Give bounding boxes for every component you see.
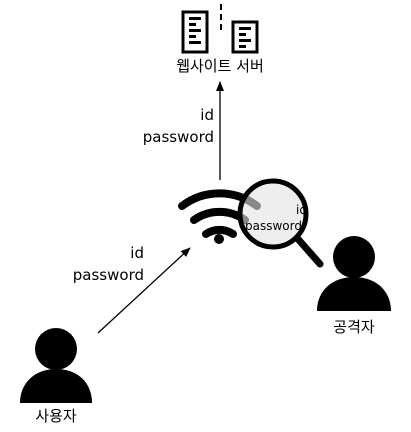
wifi-arrow-id-label: id [130,244,144,262]
server-arrow-id-label: id [200,106,214,124]
attacker-label: 공격자 [333,318,375,336]
attacker-person-icon [317,236,391,311]
server-label: 웹사이트 서버 [176,57,264,75]
magnifier-icon [237,178,324,268]
magnifier-password-label: password [245,219,302,233]
server-icon [181,4,259,54]
user-person-icon [20,328,92,403]
arrow-to-wifi [97,247,191,334]
user-label: 사용자 [35,407,77,425]
wifi-arrow-password-label: password [72,266,144,284]
magnifier-id-label: id [296,203,307,217]
wifi-dot [214,234,224,244]
server-arrow-password-label: password [142,128,214,146]
